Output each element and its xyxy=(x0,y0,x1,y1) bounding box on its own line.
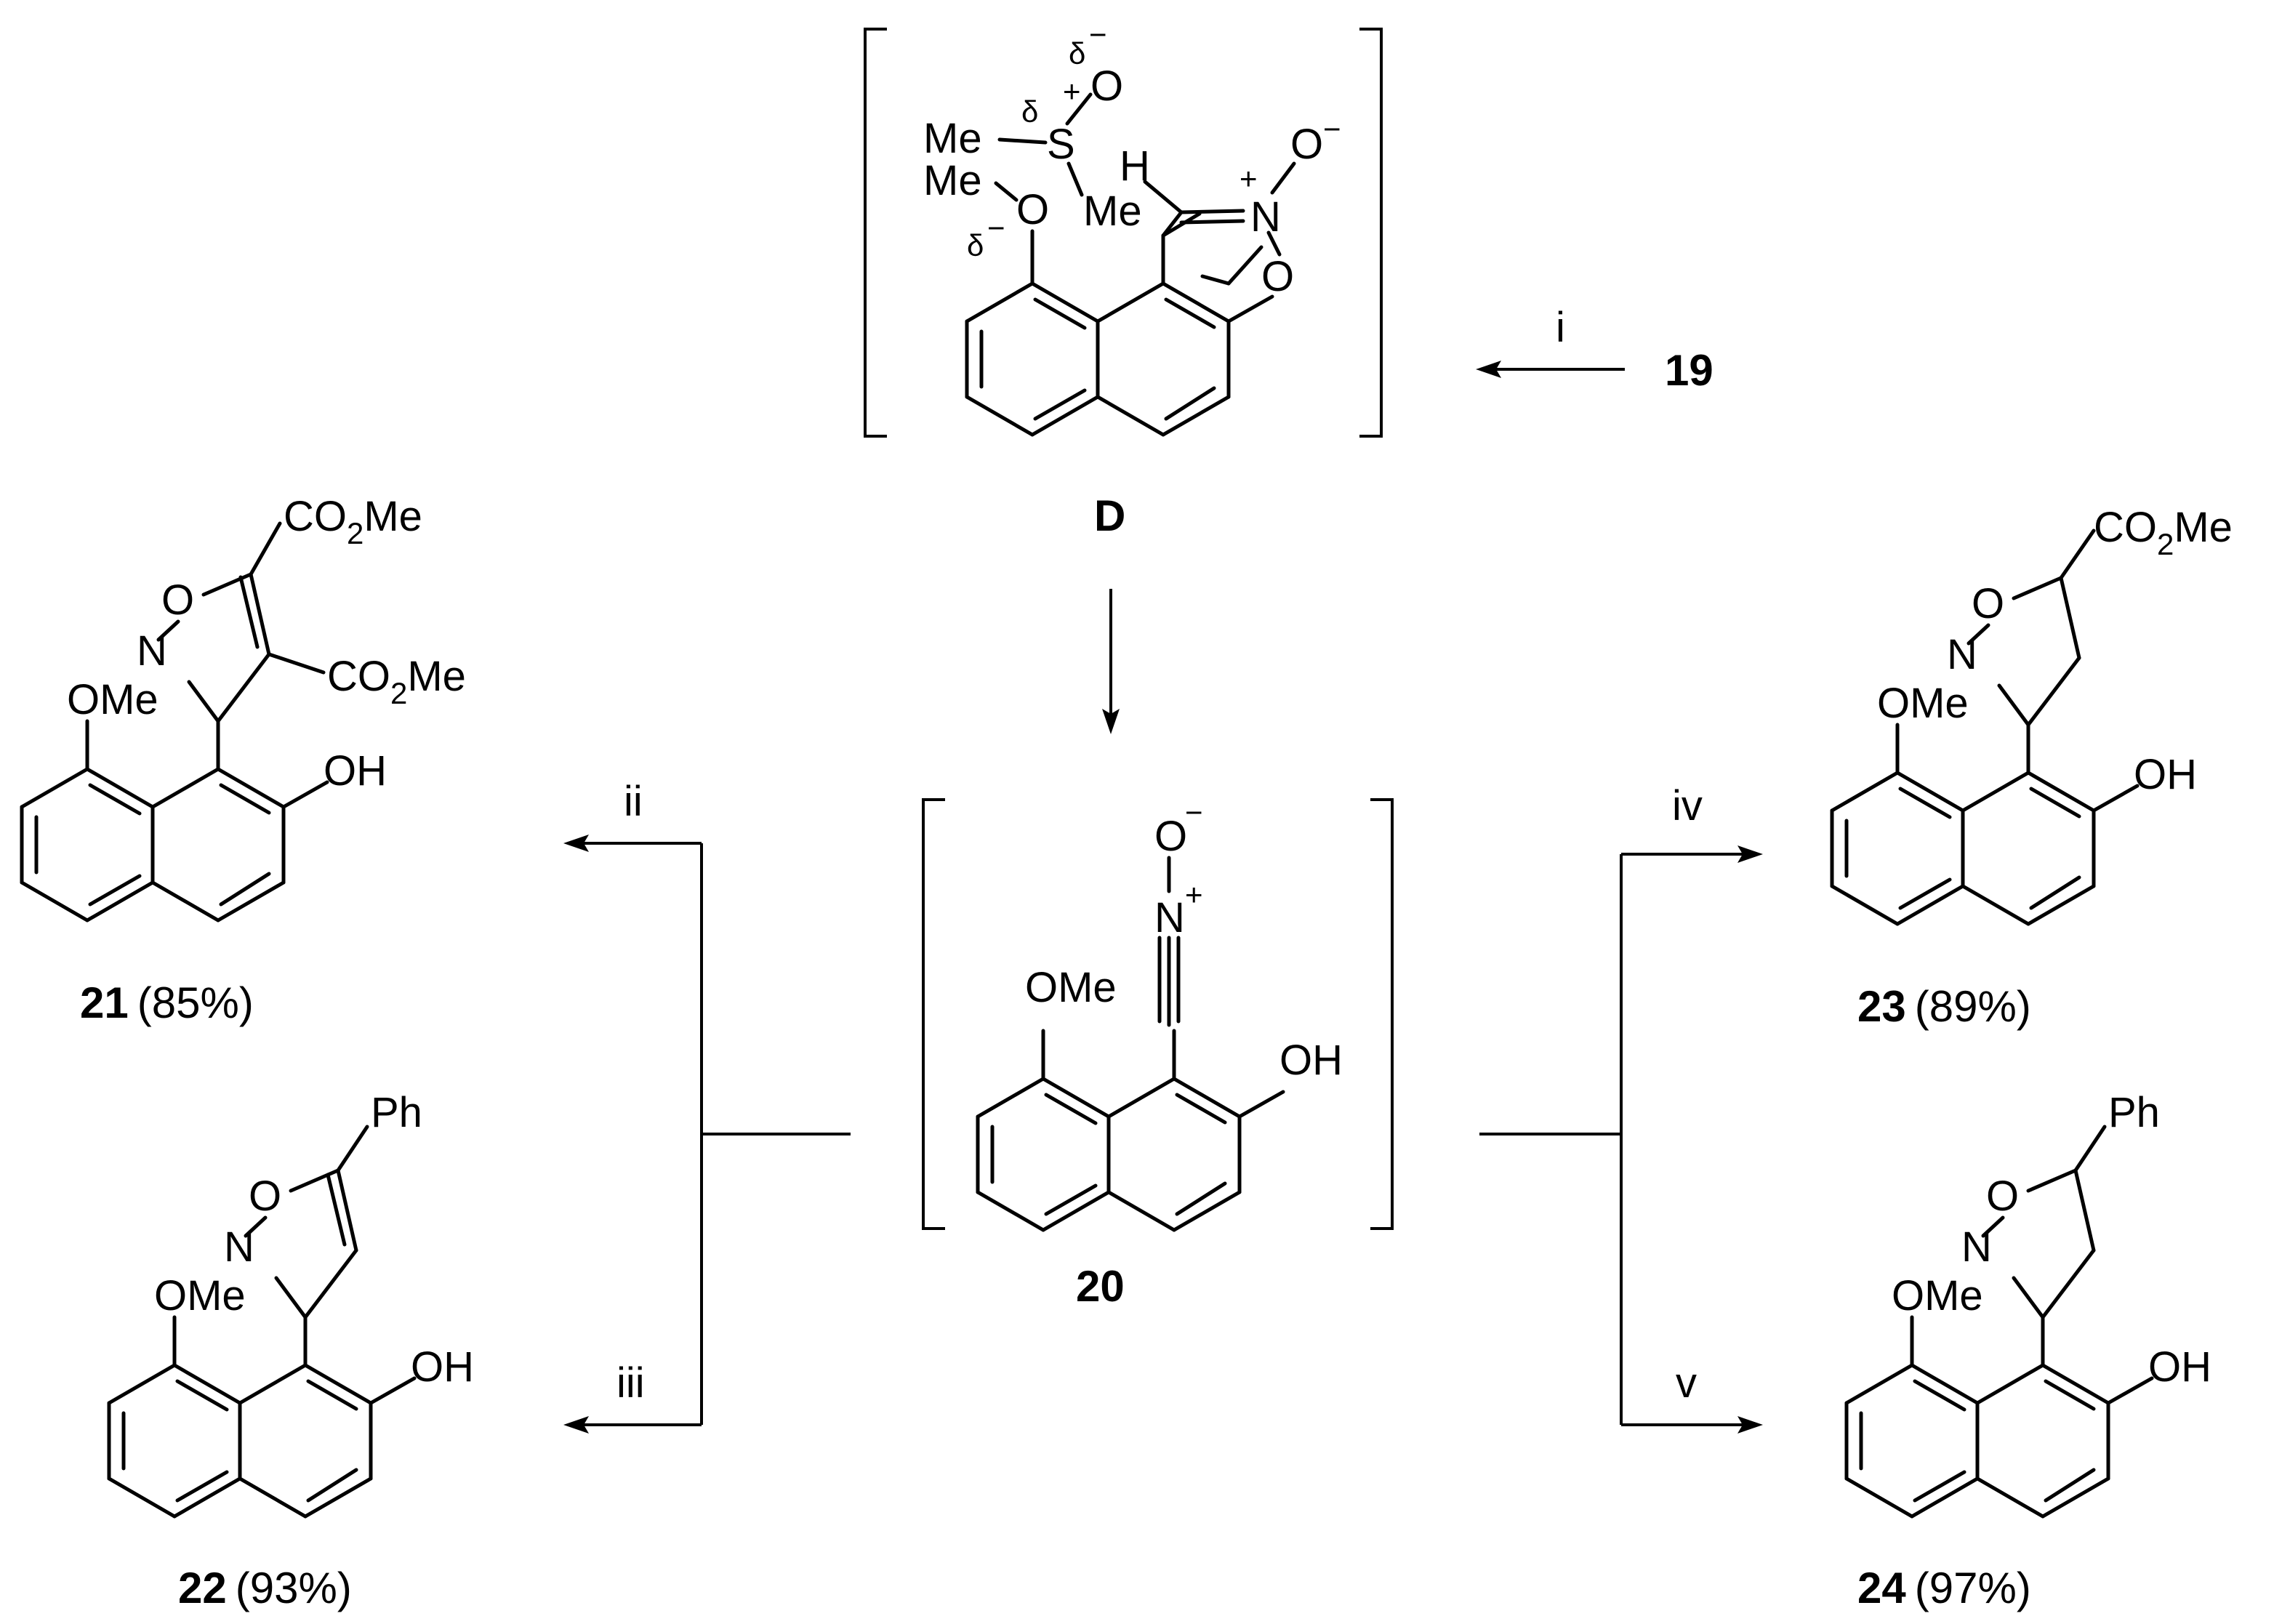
substituent-OH: OH xyxy=(411,1343,474,1391)
atom-N: N xyxy=(1250,193,1281,241)
charge-minus: − xyxy=(1089,17,1107,52)
substituent-CO2Me: CO2Me xyxy=(327,653,466,710)
condition-ii: ii xyxy=(624,778,643,825)
condition-iii: iii xyxy=(616,1359,645,1407)
substituent-OH: OH xyxy=(2134,751,2197,798)
intermediate-20: N + O − OMe OH 20 xyxy=(922,795,1394,1311)
substituent-Ph: Ph xyxy=(371,1089,422,1136)
condition-v: v xyxy=(1676,1359,1697,1407)
branch-left: ii iii xyxy=(563,778,851,1434)
naphthalene-core xyxy=(1832,725,2137,924)
bracket-right xyxy=(1370,798,1394,1230)
caption-21: 21(85%) xyxy=(80,978,254,1027)
delta-S: δ xyxy=(1021,95,1038,129)
substituent-OMe: OMe xyxy=(1025,964,1117,1011)
product-24: O N Ph OMe OH 24(97%) xyxy=(1847,1089,2211,1612)
caption-24: 24(97%) xyxy=(1857,1564,2031,1612)
atom-O-sulfoxide: O xyxy=(1090,63,1123,110)
naphthalene-core xyxy=(22,721,327,920)
atom-Me: Me xyxy=(923,157,982,204)
charge-plus: + xyxy=(1240,161,1258,196)
atom-O-oxide: O xyxy=(1290,121,1323,168)
naphthalene-core xyxy=(967,236,1272,435)
atom-O: O xyxy=(1154,813,1187,860)
substituent-OMe: OMe xyxy=(67,676,158,723)
substituent-OH: OH xyxy=(1279,1037,1343,1084)
atom-N: N xyxy=(1154,894,1185,941)
delta-minus-O: δ xyxy=(967,228,984,262)
bracket-left xyxy=(922,798,945,1230)
substituent-CO2Me: CO2Me xyxy=(2094,504,2233,561)
substituent-OMe: OMe xyxy=(1877,680,1969,727)
condition-i: i xyxy=(1556,304,1565,351)
label-19: 19 xyxy=(1665,346,1713,395)
substituent-OMe: OMe xyxy=(1892,1272,1983,1319)
product-22: O N Ph OMe OH 22(93%) xyxy=(109,1089,474,1612)
condition-iv: iv xyxy=(1672,782,1703,829)
substituent-OH: OH xyxy=(2148,1343,2211,1391)
product-21: O N CO2Me CO2Me OMe OH 21(85%) xyxy=(22,493,466,1027)
atom-O: O xyxy=(1986,1173,2019,1220)
bracket-left xyxy=(864,28,887,438)
atom-Me: Me xyxy=(923,115,982,162)
charge-minus: − xyxy=(987,211,1005,245)
arrow-D-to-20 xyxy=(1102,589,1120,734)
naphthalene-core xyxy=(109,1317,414,1516)
bracket-right xyxy=(1359,28,1383,438)
caption-23: 23(89%) xyxy=(1857,982,2031,1031)
atom-Me: Me xyxy=(1083,188,1142,235)
label-D: D xyxy=(1094,491,1125,540)
charge-plus: + xyxy=(1063,74,1081,108)
charge-minus: − xyxy=(1185,795,1203,829)
atom-S: S xyxy=(1047,121,1075,168)
branch-right: iv v xyxy=(1479,782,1763,1434)
delta-O: δ xyxy=(1069,36,1085,71)
substituent-CO2Me: CO2Me xyxy=(284,493,422,550)
substituent-OH: OH xyxy=(324,747,387,795)
naphthalene-core xyxy=(1847,1317,2152,1516)
charge-plus: + xyxy=(1185,877,1203,912)
product-23: O N CO2Me OMe OH 23(89%) xyxy=(1832,504,2233,1031)
substituent-OMe: OMe xyxy=(154,1272,246,1319)
atom-O: O xyxy=(1972,580,2004,627)
atom-O-ring: O xyxy=(1261,253,1294,300)
label-20: 20 xyxy=(1076,1262,1125,1311)
intermediate-D: N + O − O H O Me δ − S + δ Me Me O δ − D xyxy=(864,17,1383,540)
atom-O: O xyxy=(161,576,194,624)
arrow-i: i xyxy=(1476,304,1625,378)
naphthalene-core xyxy=(978,1031,1283,1230)
substituent-Ph: Ph xyxy=(2108,1089,2160,1136)
caption-22: 22(93%) xyxy=(178,1564,352,1612)
atom-O-methoxy: O xyxy=(1016,186,1049,233)
atom-H: H xyxy=(1120,142,1150,190)
charge-minus: − xyxy=(1323,112,1341,146)
atom-O: O xyxy=(249,1173,281,1220)
